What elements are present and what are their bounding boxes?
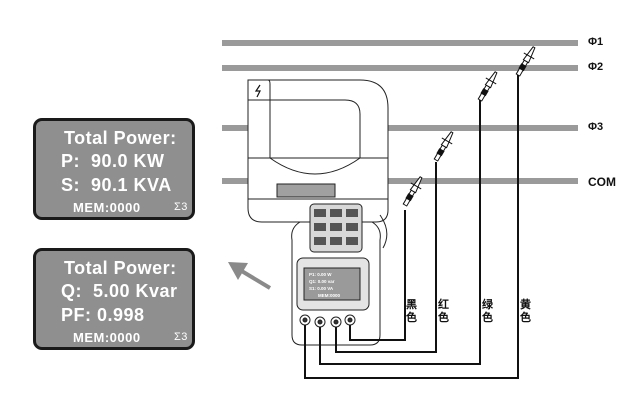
wire-green xyxy=(319,100,481,365)
wire-label-green: 绿色 xyxy=(482,298,493,324)
lcd-display-power-2: Total Power: Q: 5.00 Kvar PF: 0.998 MEM:… xyxy=(33,248,195,350)
wire-red xyxy=(335,162,437,353)
phase-label-phi3: Φ3 xyxy=(588,121,604,133)
phase-label-com: COM xyxy=(588,175,616,189)
clamp-meter xyxy=(247,79,389,346)
key xyxy=(314,223,326,231)
wire-label-yellow: 黄色 xyxy=(520,298,531,324)
meter-screen xyxy=(303,267,361,301)
meter-screen-line3: S1: 0.00 VA xyxy=(309,286,334,291)
phase-line-phi1 xyxy=(222,40,578,46)
key xyxy=(346,223,358,231)
meter-screen-line2: Q1: 0.00 var xyxy=(309,279,335,284)
phase-label-phi1: Φ1 xyxy=(588,36,604,48)
lcd-reactive-power: Q: 5.00 Kvar xyxy=(61,281,178,301)
key xyxy=(330,209,342,217)
clamp-trigger xyxy=(276,183,336,198)
key xyxy=(346,237,358,245)
key xyxy=(346,209,358,217)
meter-screen-text: P1: 0.00 W Q1: 0.00 var S1: 0.00 VA MEM:… xyxy=(309,272,341,298)
lcd-heading: Total Power: xyxy=(64,258,177,278)
clip-black xyxy=(402,176,423,207)
phase-line-com xyxy=(222,178,578,184)
lcd-power-factor: PF: 0.998 xyxy=(61,305,145,325)
meter-screen-line4: MEM:0000 xyxy=(318,293,341,298)
meter-terminals xyxy=(299,314,356,328)
wire-label-red: 红色 xyxy=(438,298,449,324)
arrow-icon xyxy=(228,262,272,290)
key xyxy=(330,237,342,245)
lcd-apparent-power: S: 90.1 KVA xyxy=(61,175,172,195)
phase-line-phi2 xyxy=(222,65,578,71)
wire-yellow xyxy=(304,75,519,379)
clip-yellow xyxy=(515,46,536,77)
meter-screen-line1: P1: 0.00 W xyxy=(309,272,332,277)
lcd-heading: Total Power: xyxy=(64,128,177,148)
clip-red xyxy=(433,131,454,162)
lcd-display-power-1: Total Power: P: 90.0 KW S: 90.1 KVA MEM:… xyxy=(33,118,195,220)
test-leads xyxy=(304,75,519,379)
key xyxy=(330,223,342,231)
lcd-active-power: P: 90.0 KW xyxy=(61,151,165,171)
phase-line-phi3 xyxy=(222,125,578,131)
warning-icon xyxy=(247,79,271,101)
lcd-mode: Σ3 xyxy=(174,331,188,343)
clip-green xyxy=(477,71,498,102)
wire-black xyxy=(349,210,406,341)
phase-label-phi2: Φ2 xyxy=(588,61,604,73)
lcd-memory: MEM:0000 xyxy=(73,200,141,215)
lcd-memory: MEM:0000 xyxy=(73,330,141,345)
lcd-mode: Σ3 xyxy=(174,201,188,213)
key xyxy=(314,209,326,217)
wire-label-black: 黑色 xyxy=(406,298,417,324)
key xyxy=(314,237,326,245)
